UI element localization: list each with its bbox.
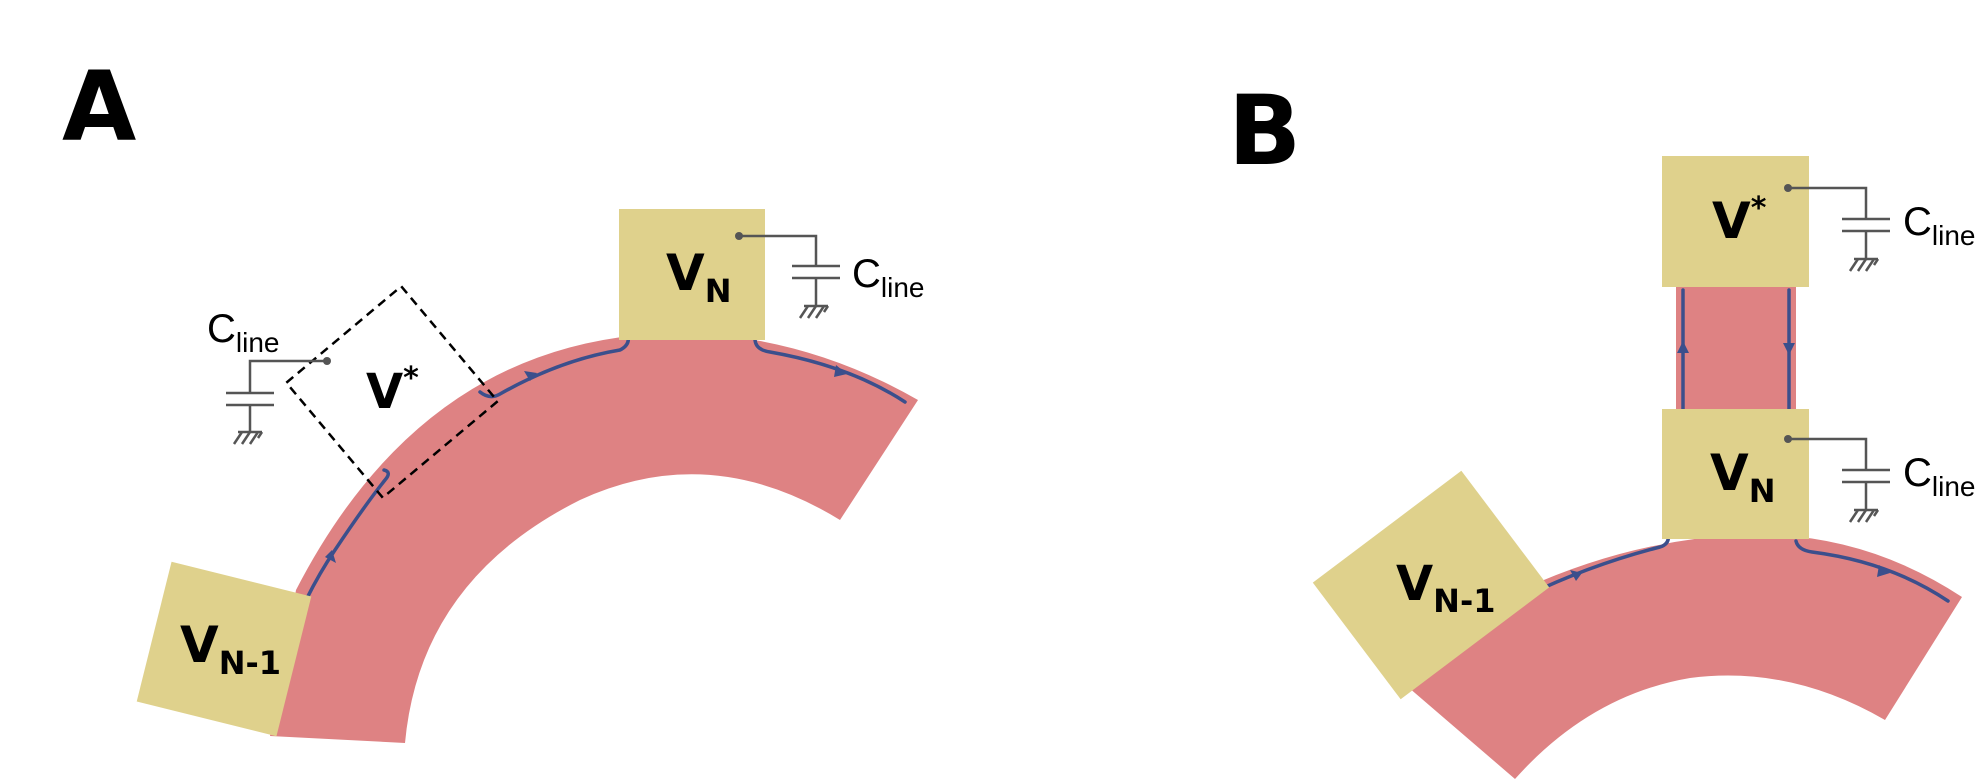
panel-b-arrow-down (1783, 343, 1795, 355)
panel-a-edge-lower (304, 468, 390, 602)
panel-a-edge-middle (478, 334, 631, 399)
panel-b-cap-vn-label: Cline (1903, 451, 1975, 502)
panel-b-gate-vn-label: VN (1710, 444, 1775, 510)
panel-b-cap-vstar (1784, 184, 1892, 273)
panel-b-gate-vn (1662, 409, 1809, 539)
panel-b-edge-left (1524, 532, 1671, 598)
panel-b-cap-vstar-label: Cline (1903, 200, 1975, 251)
panel-b-cap-vn (1784, 435, 1892, 524)
panel-b-arrow-right (1877, 565, 1890, 577)
panel-a-arrow-2 (524, 371, 537, 381)
panel-b-edge-right (1794, 539, 1950, 603)
panel-a-edge-right (753, 338, 907, 404)
panel-b-gate-vstar (1662, 156, 1809, 287)
panel-b-label: B (1228, 75, 1301, 187)
panel-a-channel (270, 332, 918, 743)
panel-b-channel (1408, 534, 1962, 779)
panel-b-arrow-up (1677, 341, 1689, 353)
panel-b-gate-vn1 (1312, 470, 1550, 700)
panel-a-arrow-1 (325, 550, 336, 563)
panel-b-gate-vstar-label: V* (1712, 191, 1767, 250)
panel-a-gate-vn1 (136, 561, 312, 737)
panel-a-gate-vstar-outline (284, 284, 500, 500)
panel-a-cap-vn-label: Cline (852, 252, 924, 303)
panel-b-vertical-channel (1676, 284, 1796, 414)
panel-a-gate-vstar-label: V* (366, 361, 419, 420)
panel-a-cap-vstar (224, 357, 331, 446)
panel-a-label: A (62, 51, 136, 163)
panel-a-gate-vn1-label: VN-1 (180, 616, 281, 682)
panel-a-cap-vstar-label: Cline (207, 307, 279, 358)
panel-a-gate-vn-label: VN (666, 244, 731, 310)
panel-b: B V* VN VN-1 Cline (1228, 75, 1975, 779)
panel-a-cap-vn (735, 232, 842, 320)
panel-a-arrow-3 (834, 365, 847, 377)
panel-b-arrow-left (1570, 570, 1582, 581)
panel-b-gate-vn1-label: VN-1 (1396, 556, 1495, 620)
panel-a: A VN-1 VN V* Cline (62, 51, 924, 743)
panel-a-gate-vn (619, 209, 765, 340)
